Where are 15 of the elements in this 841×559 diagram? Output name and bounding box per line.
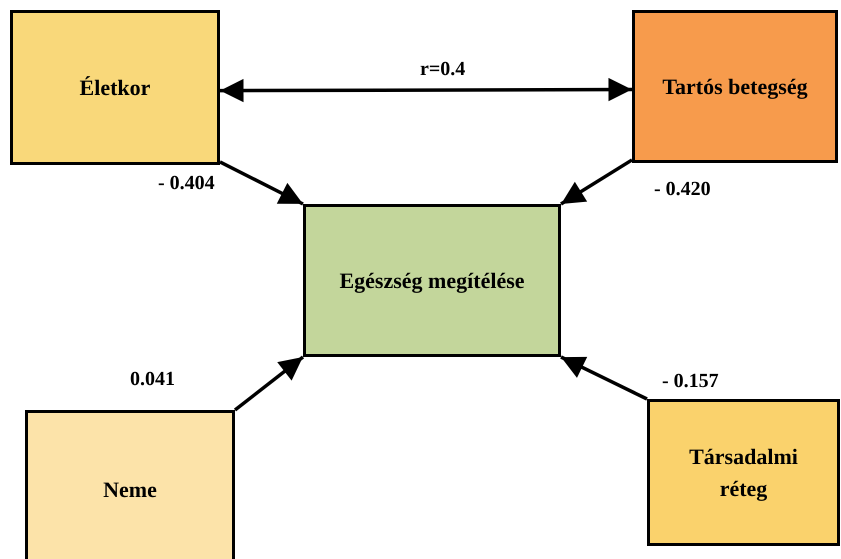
- arrow: [560, 158, 633, 206]
- arrow: [220, 78, 632, 102]
- box: [303, 204, 561, 357]
- arrow: [219, 160, 304, 206]
- node-label: Életkor: [80, 74, 150, 102]
- node-label: Egészség megítélése: [339, 266, 525, 295]
- node-label: Tartós betegség: [662, 72, 808, 101]
- box: [10, 10, 220, 165]
- box: [647, 399, 840, 546]
- arrow: [560, 355, 648, 401]
- box: [25, 410, 235, 559]
- node-label: Társadalmi réteg: [688, 442, 799, 503]
- box: [632, 10, 838, 163]
- arrow: [234, 356, 304, 412]
- node-label: Neme: [103, 476, 157, 504]
